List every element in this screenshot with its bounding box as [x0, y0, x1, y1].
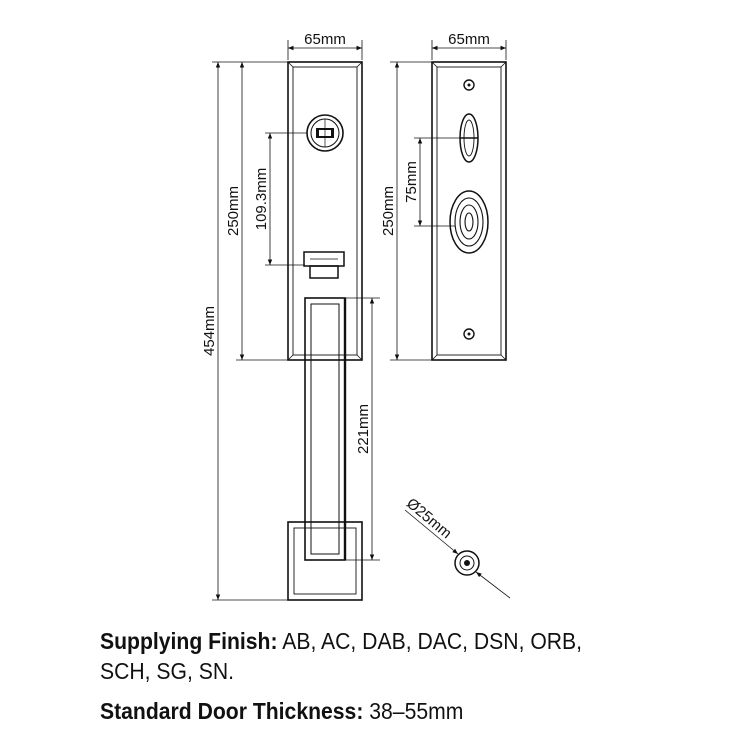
thumb-lever [303, 251, 345, 279]
handle-length-label: 221mm [355, 404, 372, 454]
cylinder-detail [404, 509, 511, 599]
finish-values-line1: AB, AC, DAB, DAC, DSN, ORB, [282, 628, 583, 654]
front-width-label: 65mm [304, 31, 346, 48]
thickness-label: Standard Door Thickness: [100, 698, 364, 724]
back-plate-height-label: 250mm [380, 186, 397, 236]
overall-height-label: 454mm [201, 306, 218, 356]
front-escutcheon [287, 61, 363, 361]
screw-hole-top [463, 79, 475, 91]
interior-knob [449, 190, 489, 254]
cylinder-to-thumb-label: 109.3mm [253, 168, 270, 231]
bottom-rose [287, 521, 363, 601]
finish-label: Supplying Finish: [100, 628, 278, 654]
thickness-value: 38–55mm [369, 698, 464, 724]
front-dimension-lines [212, 40, 380, 601]
thumb-turn [459, 113, 479, 163]
back-width-label: 65mm [448, 31, 490, 48]
back-dimension-lines [390, 40, 507, 361]
cylinder-diameter-label: Ø25mm [403, 495, 455, 542]
door-thickness-spec: Standard Door Thickness: 38–55mm [100, 696, 463, 726]
front-plate-height-label: 250mm [225, 186, 242, 236]
screw-hole-bottom [463, 328, 475, 340]
key-cylinder [306, 114, 344, 152]
knob-spacing-label: 75mm [403, 161, 420, 203]
grip-handle [304, 297, 347, 561]
finish-values-line2: SCH, SG, SN. [100, 658, 235, 684]
back-escutcheon [431, 61, 507, 361]
supplying-finish-spec: Supplying Finish: AB, AC, DAB, DAC, DSN,… [100, 626, 582, 686]
lockset-technical-drawing: 65mm 65mm 454mm 250mm 109.3mm 221mm 250m… [201, 31, 511, 601]
